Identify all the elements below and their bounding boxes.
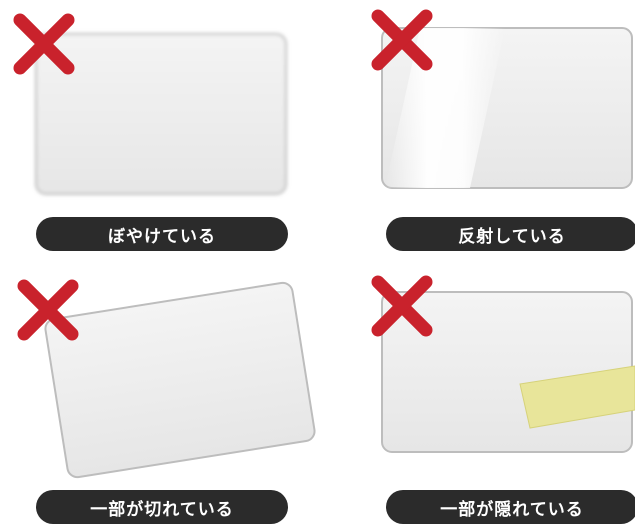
label-blurry: ぼやけている	[36, 217, 288, 251]
panel-reflection: 〇田 〇子 ○○年○○月○○日生 〇〇県〇〇市〇丁目1番1号 平成 25年 00…	[320, 0, 635, 260]
card-cutoff-svg: 〇〇 子 ○○年00月00日生 〇〇〇〇市〇丁目1番1号 25年 00月00 日…	[17, 279, 316, 479]
license-card: 〇〇田 〇子 ○○年○○月○○日生 〇〇県〇〇市〇丁目1番1号 平成 25年 0…	[35, 33, 287, 195]
panel-obscured: 〇 田 〇 子 ○○年○○月○○日生 〇〇県〇〇市〇丁目1番1号 平成 25年 …	[320, 262, 635, 524]
x-mark-icon	[17, 279, 79, 341]
glare-overlay	[385, 28, 505, 188]
label-reflection: 反射している	[386, 217, 635, 251]
card-blurry-svg: 〇〇田 〇子 ○○年○○月○○日生 〇〇県〇〇市〇丁目1番1号 平成 25年 0…	[13, 13, 287, 195]
card-reflection-svg: 〇田 〇子 ○○年○○月○○日生 〇〇県〇〇市〇丁目1番1号 平成 25年 00…	[371, 9, 633, 189]
license-card: 〇〇 子 ○○年00月00日生 〇〇〇〇市〇丁目1番1号 25年 00月00 日…	[44, 281, 316, 479]
card-obscured-svg: 〇 田 〇 子 ○○年○○月○○日生 〇〇県〇〇市〇丁目1番1号 平成 25年 …	[371, 275, 635, 453]
panel-cutoff: 〇〇 子 ○○年00月00日生 〇〇〇〇市〇丁目1番1号 25年 00月00 日…	[0, 262, 320, 524]
sticky-note	[519, 365, 635, 429]
x-mark-icon	[371, 275, 433, 337]
label-cutoff: 一部が切れている	[36, 490, 288, 524]
x-mark-icon	[13, 13, 75, 75]
panel-blurry: 〇〇田 〇子 ○○年○○月○○日生 〇〇県〇〇市〇丁目1番1号 平成 25年 0…	[0, 0, 320, 260]
x-mark-icon	[371, 9, 433, 71]
label-obscured: 一部が隠れている	[386, 490, 635, 524]
